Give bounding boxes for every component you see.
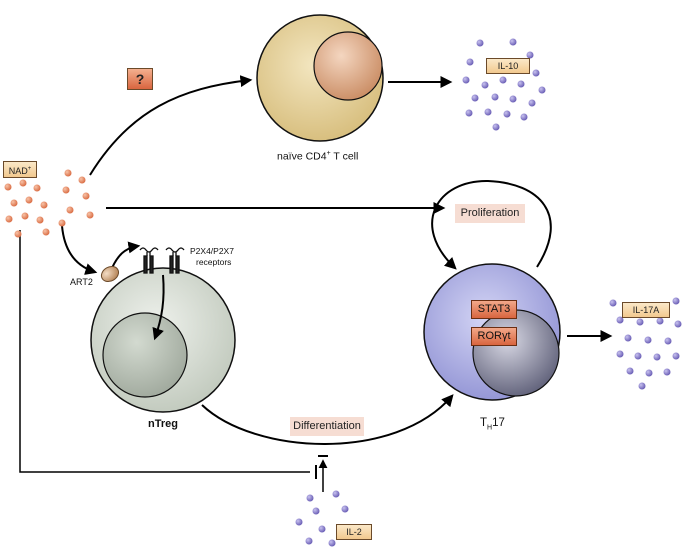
- naive-cell-label: naïve CD4+ T cell: [277, 150, 358, 163]
- proliferation-label: Proliferation: [455, 204, 525, 223]
- il10-molecules: [462, 38, 546, 131]
- art2-label: ART2: [70, 277, 93, 287]
- question-box: ?: [127, 68, 153, 90]
- nad-text: NAD: [8, 166, 28, 176]
- th17-t: T: [480, 417, 488, 429]
- line-nad-to-inhibition: [19, 230, 310, 473]
- arrow-nad-to-art2: [61, 225, 98, 275]
- roryt-box: RORγt: [471, 327, 517, 346]
- art2-enzyme-icon: [100, 265, 120, 283]
- il17a-molecules: [609, 297, 682, 390]
- ntreg-label: nTreg: [148, 418, 178, 430]
- naive-text-b: T cell: [330, 150, 359, 163]
- th17-label: TH17: [480, 417, 505, 431]
- nad-label: NAD+: [3, 161, 37, 178]
- stat3-box: STAT3: [471, 300, 517, 319]
- inhibition-bar-icon: [315, 455, 328, 479]
- arrow-ntreg-to-th17: [201, 394, 454, 445]
- naive-cd4-t-cell: [256, 14, 384, 142]
- arrow-nad-to-naive: [89, 75, 253, 176]
- nad-sup: +: [27, 166, 32, 172]
- th17-sub: H: [487, 424, 493, 432]
- il2-label: IL-2: [336, 524, 372, 540]
- il17a-label: IL-17A: [622, 302, 670, 318]
- differentiation-label: Differentiation: [290, 417, 364, 436]
- receptor-icon: [139, 247, 159, 274]
- th17-num: 17: [492, 417, 505, 429]
- nad-molecules: [4, 169, 94, 238]
- receptor-icon: [165, 247, 185, 274]
- arrow-proliferation-loop: [431, 179, 552, 270]
- il2-molecules: [295, 490, 349, 547]
- naive-sup: +: [326, 150, 331, 157]
- receptors-label-line2: receptors: [196, 257, 232, 267]
- arrow-receptor-into-ntreg: [152, 274, 165, 341]
- receptors-label-line1: P2X4/P2X7: [190, 246, 234, 256]
- il10-label: IL-10: [486, 58, 530, 74]
- arrow-art2-to-receptor: [111, 241, 141, 269]
- naive-text-a: naïve CD4: [277, 150, 327, 163]
